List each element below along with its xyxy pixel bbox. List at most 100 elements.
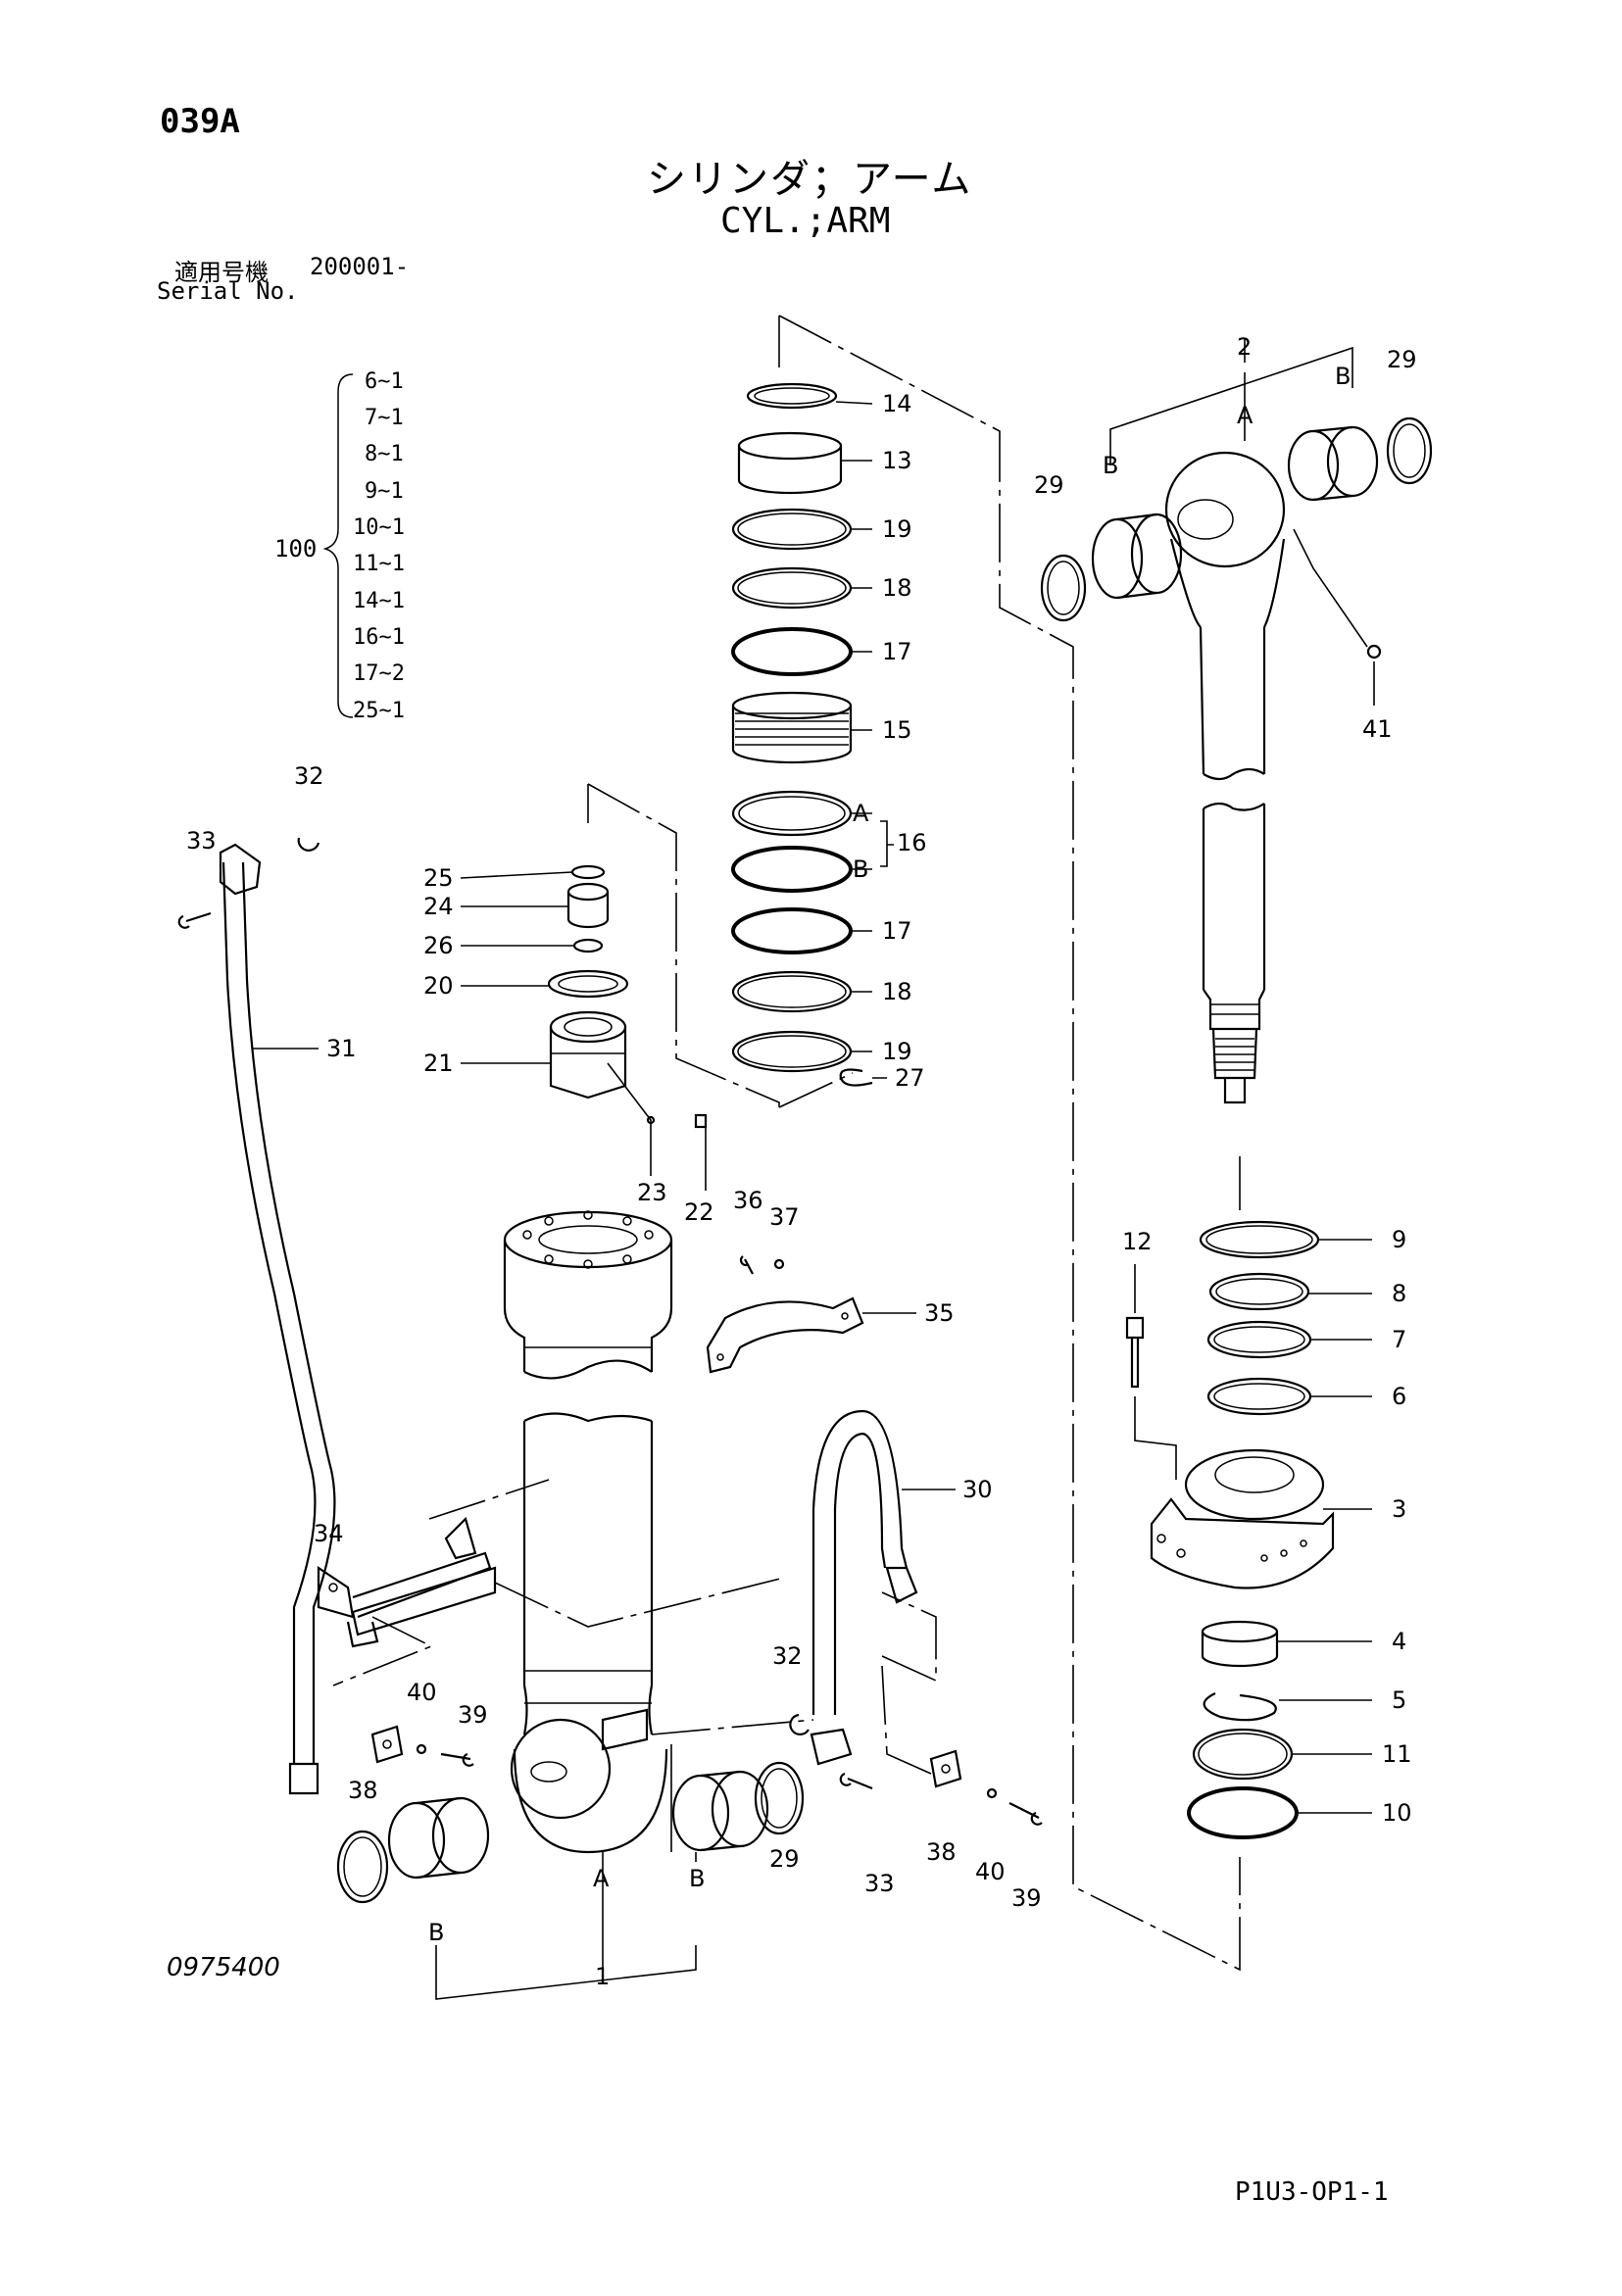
callout-a: A bbox=[853, 800, 869, 827]
bushing-b-left bbox=[387, 1796, 490, 1880]
ring-18-top bbox=[731, 566, 853, 610]
callout-a: A bbox=[1237, 402, 1253, 429]
callout-6: 6 bbox=[1392, 1383, 1406, 1410]
callout-8: 8 bbox=[1392, 1280, 1406, 1307]
callout-29: 29 bbox=[1034, 471, 1064, 499]
callout-39: 39 bbox=[1011, 1884, 1042, 1912]
callout-38: 38 bbox=[348, 1777, 378, 1804]
serial-label-en: Serial No. bbox=[157, 277, 299, 305]
ring-16-b bbox=[731, 846, 853, 893]
callout-38: 38 bbox=[926, 1838, 957, 1866]
callout-13: 13 bbox=[882, 447, 912, 474]
retainer-5 bbox=[1203, 1692, 1277, 1722]
callout-27: 27 bbox=[895, 1064, 925, 1092]
clamp-32-top bbox=[297, 837, 320, 852]
ring-8 bbox=[1208, 1272, 1310, 1311]
callout-b: B bbox=[853, 855, 868, 883]
drawing-number: 0975400 bbox=[167, 1953, 280, 1982]
ring-20 bbox=[547, 969, 629, 999]
band-35 bbox=[706, 1296, 864, 1374]
kit-item: 17~2 bbox=[353, 661, 405, 686]
bushing-4 bbox=[1201, 1620, 1279, 1668]
callout-34: 34 bbox=[314, 1520, 344, 1547]
kit-item: 9~1 bbox=[365, 479, 404, 504]
callout-37: 37 bbox=[769, 1203, 800, 1231]
ring-19-top bbox=[731, 508, 853, 551]
bracket-34 bbox=[317, 1516, 497, 1648]
kit-brace bbox=[322, 373, 354, 718]
callout-36: 36 bbox=[733, 1187, 763, 1214]
callout-11: 11 bbox=[1382, 1740, 1412, 1768]
callout-39: 39 bbox=[458, 1701, 488, 1729]
callout-a: A bbox=[593, 1865, 610, 1892]
callout-29: 29 bbox=[769, 1845, 800, 1873]
callout-7: 7 bbox=[1392, 1326, 1406, 1353]
tube-bolt-holes bbox=[522, 1210, 654, 1269]
callout-40: 40 bbox=[407, 1679, 437, 1706]
callout-30: 30 bbox=[962, 1476, 993, 1503]
callout-19: 19 bbox=[882, 515, 912, 543]
ring-9 bbox=[1199, 1220, 1320, 1259]
block-38-right bbox=[929, 1749, 962, 1788]
ring-10 bbox=[1187, 1786, 1299, 1839]
callout-b: B bbox=[1103, 452, 1118, 479]
callout-4: 4 bbox=[1392, 1628, 1406, 1655]
ring-7 bbox=[1206, 1320, 1312, 1359]
callout-5: 5 bbox=[1392, 1686, 1406, 1714]
dust-seal-25 bbox=[570, 864, 606, 880]
cylinder-tube-1 bbox=[503, 1210, 673, 1854]
seal-29-right bbox=[754, 1761, 805, 1835]
ring-19-bottom bbox=[731, 1030, 853, 1073]
ring-17-top bbox=[731, 627, 853, 676]
callout-32: 32 bbox=[294, 762, 324, 790]
kit-item: 10~1 bbox=[353, 515, 405, 540]
callout-2: 2 bbox=[1237, 333, 1252, 361]
bolt-33-top bbox=[177, 911, 212, 929]
serial-label-ja: 適用号機 bbox=[174, 259, 269, 286]
ring-17-bottom bbox=[731, 907, 853, 954]
callout-17: 17 bbox=[882, 917, 912, 945]
callout-25: 25 bbox=[423, 864, 454, 892]
callout-17: 17 bbox=[882, 638, 912, 665]
seal-26 bbox=[572, 938, 604, 953]
grease-fitting-41 bbox=[1366, 644, 1382, 659]
washer-40-left bbox=[416, 1743, 427, 1755]
head-21 bbox=[549, 1010, 627, 1099]
bolt-12 bbox=[1125, 1316, 1145, 1389]
kit-item: 8~1 bbox=[365, 442, 404, 466]
block-38-left bbox=[370, 1725, 404, 1764]
boundary-line bbox=[778, 315, 1241, 1972]
title-japanese: シリンダ；アーム bbox=[647, 157, 973, 202]
bushing-b-rod-right bbox=[1287, 425, 1379, 502]
callout-41: 41 bbox=[1362, 715, 1393, 743]
ring-14 bbox=[746, 382, 838, 410]
kit-item: 6~1 bbox=[365, 369, 404, 394]
bolt-39-left bbox=[440, 1752, 474, 1767]
bolt-39-right bbox=[1008, 1802, 1043, 1826]
piston-rod-2 bbox=[1164, 451, 1286, 1104]
callout-10: 10 bbox=[1382, 1799, 1412, 1827]
title-english: CYL.;ARM bbox=[720, 201, 891, 241]
kit-item: 7~1 bbox=[365, 406, 404, 430]
bushing-b-right bbox=[671, 1770, 769, 1852]
kit-item: 16~1 bbox=[353, 625, 405, 650]
callout-14: 14 bbox=[882, 390, 912, 417]
callout-20: 20 bbox=[423, 972, 454, 1000]
callout-40: 40 bbox=[975, 1858, 1006, 1885]
bushing-b-rod-left bbox=[1091, 513, 1183, 600]
ring-18-bottom bbox=[731, 970, 853, 1013]
callout-1: 1 bbox=[595, 1963, 610, 1990]
callout-3: 3 bbox=[1392, 1495, 1406, 1523]
bolt-36 bbox=[739, 1255, 754, 1275]
callout-23: 23 bbox=[637, 1179, 667, 1206]
callout-29: 29 bbox=[1387, 346, 1417, 373]
bolt-33-bottom bbox=[839, 1772, 873, 1790]
kit-number: 100 bbox=[274, 535, 318, 562]
callout-b: B bbox=[1335, 363, 1351, 390]
ring-6 bbox=[1206, 1377, 1312, 1416]
washer-40-right bbox=[986, 1787, 998, 1799]
kit-item: 11~1 bbox=[353, 552, 405, 576]
boundary-line bbox=[587, 783, 780, 1107]
washer-37 bbox=[773, 1258, 785, 1270]
